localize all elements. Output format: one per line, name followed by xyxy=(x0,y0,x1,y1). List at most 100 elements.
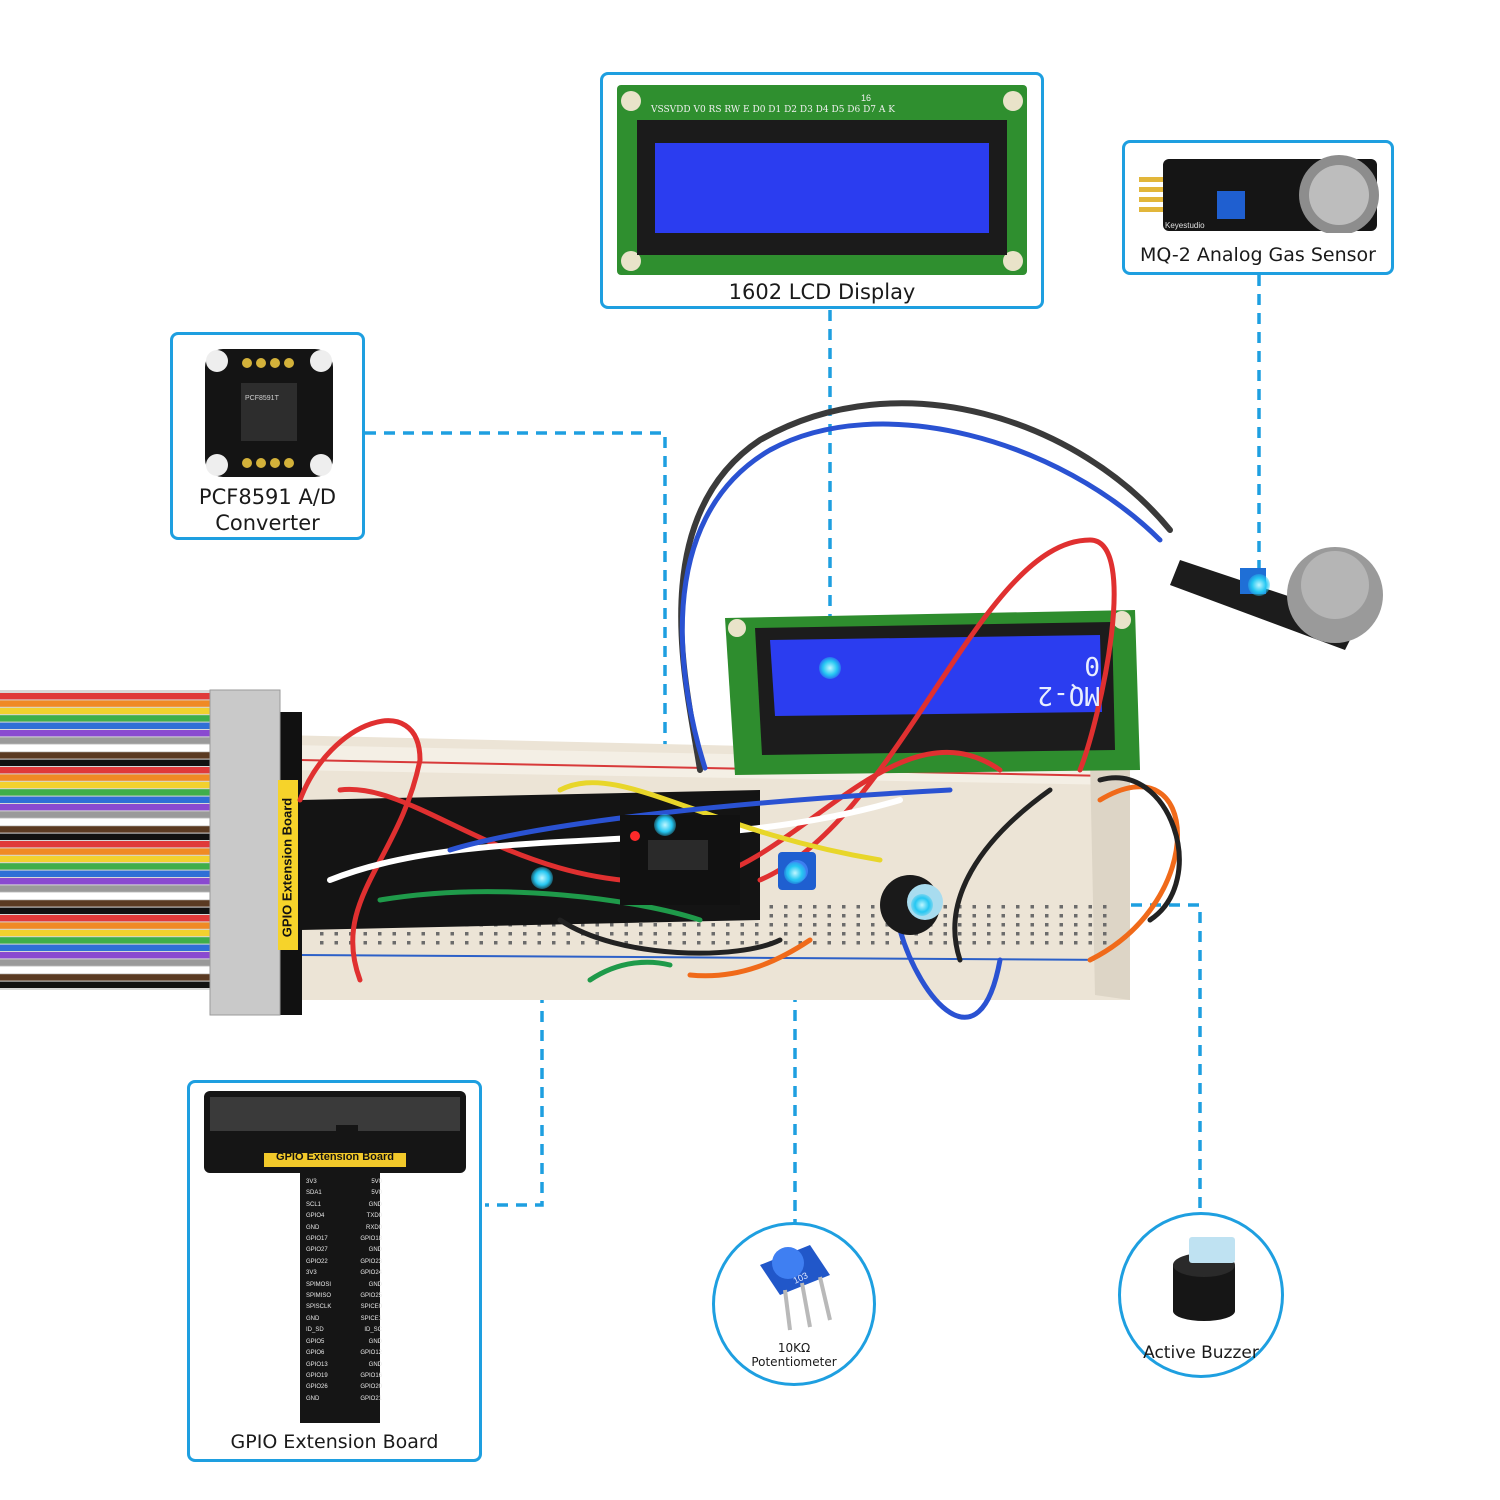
breadboard-hole xyxy=(856,932,860,936)
ribbon-wire xyxy=(0,693,232,700)
breadboard-hole xyxy=(1059,905,1063,909)
breadboard-hole xyxy=(363,941,367,945)
gas-sensor-label: MQ-2 Analog Gas Sensor xyxy=(1140,244,1376,266)
breadboard-hole xyxy=(856,905,860,909)
connector-adc xyxy=(365,431,667,825)
lcd-pin-labels: VSSVDD V0 RS RW E D0 D1 D2 D3 D4 D5 D6 D… xyxy=(651,105,895,115)
breadboard-hole xyxy=(407,941,411,945)
adc-module-image xyxy=(205,349,333,477)
breadboard-hole xyxy=(465,941,469,945)
lcd-line-2: MQ-2 xyxy=(1037,680,1100,710)
breadboard-hole xyxy=(885,923,889,927)
gpio-pin-label: GPIO16 xyxy=(360,1372,382,1379)
breadboard-hole xyxy=(755,932,759,936)
breadboard-hole xyxy=(465,932,469,936)
ribbon-wire xyxy=(0,855,232,863)
breadboard-hole xyxy=(943,941,947,945)
ribbon-wire xyxy=(0,700,232,707)
buzzer-label: Active Buzzer xyxy=(1143,1343,1259,1363)
breadboard-hole xyxy=(668,941,672,945)
breadboard-hole xyxy=(1001,941,1005,945)
ribbon-wire xyxy=(0,804,232,811)
ribbon-wire xyxy=(0,848,232,855)
callout-potentiometer: 103 10KΩ Potentiometer xyxy=(712,1222,876,1386)
breadboard-hole xyxy=(610,923,614,927)
gpio-pin-label: SPIMISO xyxy=(306,1293,332,1300)
breadboard-hole xyxy=(856,941,860,945)
breadboard-hole xyxy=(740,932,744,936)
breadboard-hole xyxy=(392,941,396,945)
breadboard-hole xyxy=(827,923,831,927)
breadboard-hole xyxy=(1030,923,1034,927)
ribbon-wire xyxy=(0,959,232,966)
breadboard-hole xyxy=(1059,932,1063,936)
lcd-highlight-dot xyxy=(819,657,841,679)
breadboard-hole xyxy=(740,941,744,945)
breadboard-hole xyxy=(885,941,889,945)
breadboard-hole xyxy=(334,932,338,936)
breadboard-hole xyxy=(1001,905,1005,909)
gpio-board-header: GPIO Extension Board xyxy=(276,1151,394,1163)
breadboard-hole xyxy=(1074,923,1078,927)
breadboard-hole xyxy=(668,932,672,936)
breadboard-hole xyxy=(523,941,527,945)
breadboard-hole xyxy=(334,941,338,945)
breadboard-hole xyxy=(1088,905,1092,909)
lcd-label: 1602 LCD Display xyxy=(728,280,916,304)
gpio-pin-label: GPIO17 xyxy=(306,1236,328,1243)
ribbon-wire xyxy=(0,952,232,959)
breadboard-hole xyxy=(1045,941,1049,945)
gpio-pin-label: 5V0 xyxy=(371,1179,382,1185)
breadboard-hole xyxy=(1059,914,1063,918)
breadboard-hole xyxy=(943,932,947,936)
gpio-pin-label: RXD0 xyxy=(365,1224,382,1231)
breadboard-hole xyxy=(769,914,773,918)
ribbon-wire xyxy=(0,759,232,766)
gpio-pin-label: TXD0 xyxy=(366,1213,382,1220)
ribbon-wire xyxy=(0,833,232,840)
ribbon-wire xyxy=(0,841,232,848)
breadboard-hole xyxy=(1001,923,1005,927)
breadboard-hole xyxy=(595,923,599,927)
gpio-pin-label: GPIO18 xyxy=(360,1236,382,1243)
breadboard-hole xyxy=(842,905,846,909)
lcd-module-image xyxy=(617,85,1027,275)
gpio-pin-label: GND xyxy=(306,1315,320,1322)
breadboard-hole xyxy=(1045,914,1049,918)
ribbon-wire xyxy=(0,892,232,900)
breadboard-hole xyxy=(972,905,976,909)
breadboard-hole xyxy=(813,932,817,936)
ribbon-wire xyxy=(0,781,232,789)
gpio-pin-label: 3V3 xyxy=(306,1270,317,1277)
breadboard-hole xyxy=(537,932,541,936)
breadboard-hole xyxy=(320,932,324,936)
breadboard-hole xyxy=(929,941,933,945)
breadboard-hole xyxy=(914,941,918,945)
gpio-pin-label: GND xyxy=(368,1361,382,1368)
breadboard-hole xyxy=(885,932,889,936)
breadboard-hole xyxy=(827,932,831,936)
breadboard-hole xyxy=(943,923,947,927)
ribbon-wire xyxy=(0,974,232,981)
breadboard-hole xyxy=(972,923,976,927)
callout-adc: PCF8591T PCF8591 A/D Converter xyxy=(170,332,365,540)
ribbon-wire xyxy=(0,811,232,818)
gpio-pin-label: SPIMOSI xyxy=(306,1281,332,1288)
breadboard-hole xyxy=(1030,905,1034,909)
ribbon-wire xyxy=(0,885,232,892)
ribbon-wire xyxy=(0,900,232,907)
breadboard-hole xyxy=(479,932,483,936)
gpio-pin-label: GPIO27 xyxy=(306,1247,328,1254)
breadboard-hole xyxy=(972,941,976,945)
breadboard-hole xyxy=(610,932,614,936)
gpio-pin-label: GND xyxy=(368,1247,382,1254)
breadboard-hole xyxy=(842,923,846,927)
breadboard-hole xyxy=(624,923,628,927)
breadboard-hole xyxy=(987,941,991,945)
ribbon-wire xyxy=(0,730,232,737)
breadboard-hole xyxy=(740,923,744,927)
breadboard-hole xyxy=(943,905,947,909)
breadboard-hole xyxy=(494,932,498,936)
breadboard-hole xyxy=(1059,923,1063,927)
